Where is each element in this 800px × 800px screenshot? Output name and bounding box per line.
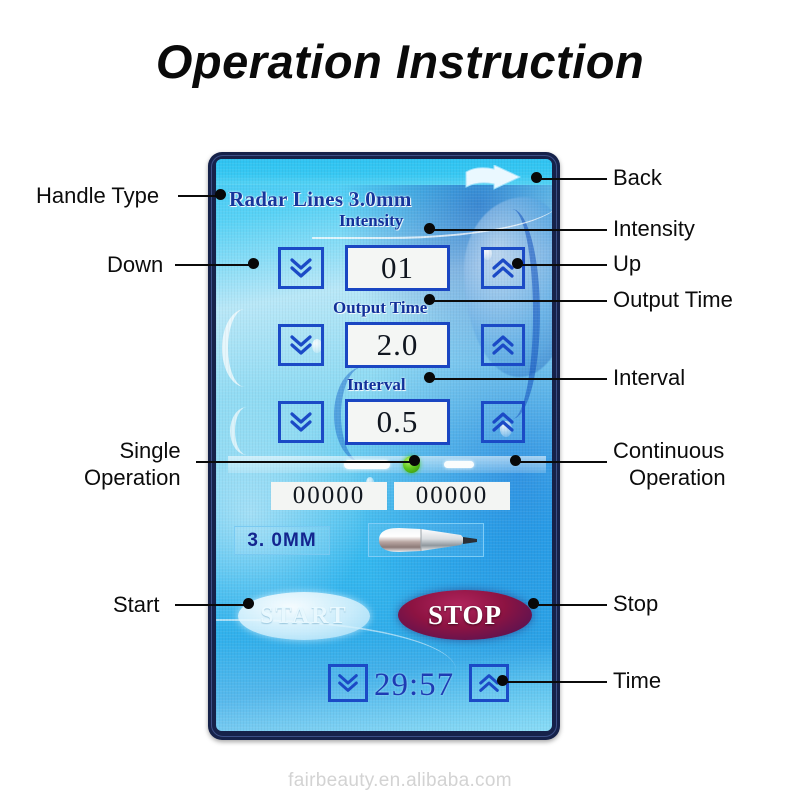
leader-dot [510, 455, 521, 466]
leader-line [540, 178, 607, 180]
leader-dot [497, 675, 508, 686]
water-drop-decoration [484, 209, 540, 419]
watermark: fairbeauty.en.alibaba.com [288, 770, 512, 791]
water-drop-decoration [222, 309, 268, 387]
annotation-output-time: Output Time [613, 287, 733, 312]
timer-down-button[interactable] [328, 664, 368, 702]
annotation-intensity: Intensity [613, 216, 695, 241]
leader-dot [531, 172, 542, 183]
annotation-handle-type: Handle Type [36, 183, 160, 208]
double-chevron-down-icon [290, 335, 312, 355]
annotation-stop: Stop [613, 591, 659, 616]
leader-line [537, 604, 607, 606]
leader-line [175, 604, 247, 606]
double-chevron-up-icon [492, 412, 514, 432]
single-operation-indicator[interactable] [344, 460, 390, 469]
leader-dot [424, 294, 435, 305]
intensity-down-button[interactable] [278, 247, 324, 289]
interval-up-button[interactable] [481, 401, 525, 443]
annotation-continuous-operation: Continuous Operation [613, 437, 726, 491]
double-chevron-up-icon [492, 335, 514, 355]
device-screen: Radar Lines 3.0mm Intensity 01 Output Ti… [216, 159, 552, 731]
water-drop-decoration [230, 407, 264, 455]
back-arrow-icon[interactable] [464, 164, 522, 191]
continuous-operation-counter: 00000 [394, 482, 510, 510]
leader-line [178, 195, 220, 197]
double-chevron-down-icon [290, 412, 312, 432]
leader-dot [512, 258, 523, 269]
output-time-down-button[interactable] [278, 324, 324, 366]
intensity-label: Intensity [339, 211, 404, 230]
leader-line [521, 264, 607, 266]
annotation-up: Up [613, 251, 642, 276]
leader-dot [528, 598, 539, 609]
stop-button[interactable]: STOP [398, 590, 532, 640]
interval-down-button[interactable] [278, 401, 324, 443]
leader-line [519, 461, 607, 463]
start-button[interactable]: START [238, 592, 370, 640]
output-time-up-button[interactable] [481, 324, 525, 366]
timer-value: 29:57 [374, 667, 455, 703]
device-panel: Radar Lines 3.0mm Intensity 01 Output Ti… [208, 152, 560, 740]
double-chevron-down-icon [290, 258, 312, 278]
leader-dot [409, 455, 420, 466]
interval-label: Interval [347, 375, 406, 394]
output-time-value[interactable]: 2.0 [345, 322, 450, 368]
annotation-single-operation: Single Operation [84, 437, 181, 491]
leader-dot [215, 189, 226, 200]
leader-line [433, 378, 607, 380]
continuous-operation-indicator[interactable] [444, 461, 474, 468]
interval-value[interactable]: 0.5 [345, 399, 450, 445]
annotation-down: Down [107, 252, 164, 277]
annotation-start: Start [113, 592, 160, 617]
handle-type-label: Radar Lines 3.0mm [229, 187, 412, 211]
annotation-single-operation-line2: Operation [84, 465, 181, 490]
annotation-continuous-operation-line2: Operation [629, 465, 726, 490]
leader-dot [424, 372, 435, 383]
annotation-continuous-operation-line1: Continuous [613, 438, 725, 463]
double-chevron-up-icon [479, 674, 499, 692]
output-time-label: Output Time [333, 298, 428, 317]
leader-line [175, 264, 253, 266]
page-title: Operation Instruction [155, 35, 645, 88]
double-chevron-up-icon [492, 258, 514, 278]
probe-size-label: 3. 0MM [234, 526, 330, 555]
leader-line [196, 461, 414, 463]
leader-dot [248, 258, 259, 269]
leader-dot [424, 223, 435, 234]
double-chevron-down-icon [338, 674, 358, 692]
annotation-time: Time [613, 668, 662, 693]
annotation-interval: Interval [613, 365, 686, 390]
handpiece-icon [368, 523, 484, 557]
leader-line [433, 300, 607, 302]
leader-line [433, 229, 607, 231]
annotation-back: Back [613, 165, 662, 190]
annotation-single-operation-line1: Single [119, 438, 181, 463]
leader-dot [243, 598, 254, 609]
single-operation-counter: 00000 [271, 482, 387, 510]
leader-line [506, 681, 607, 683]
intensity-value[interactable]: 01 [345, 245, 450, 291]
